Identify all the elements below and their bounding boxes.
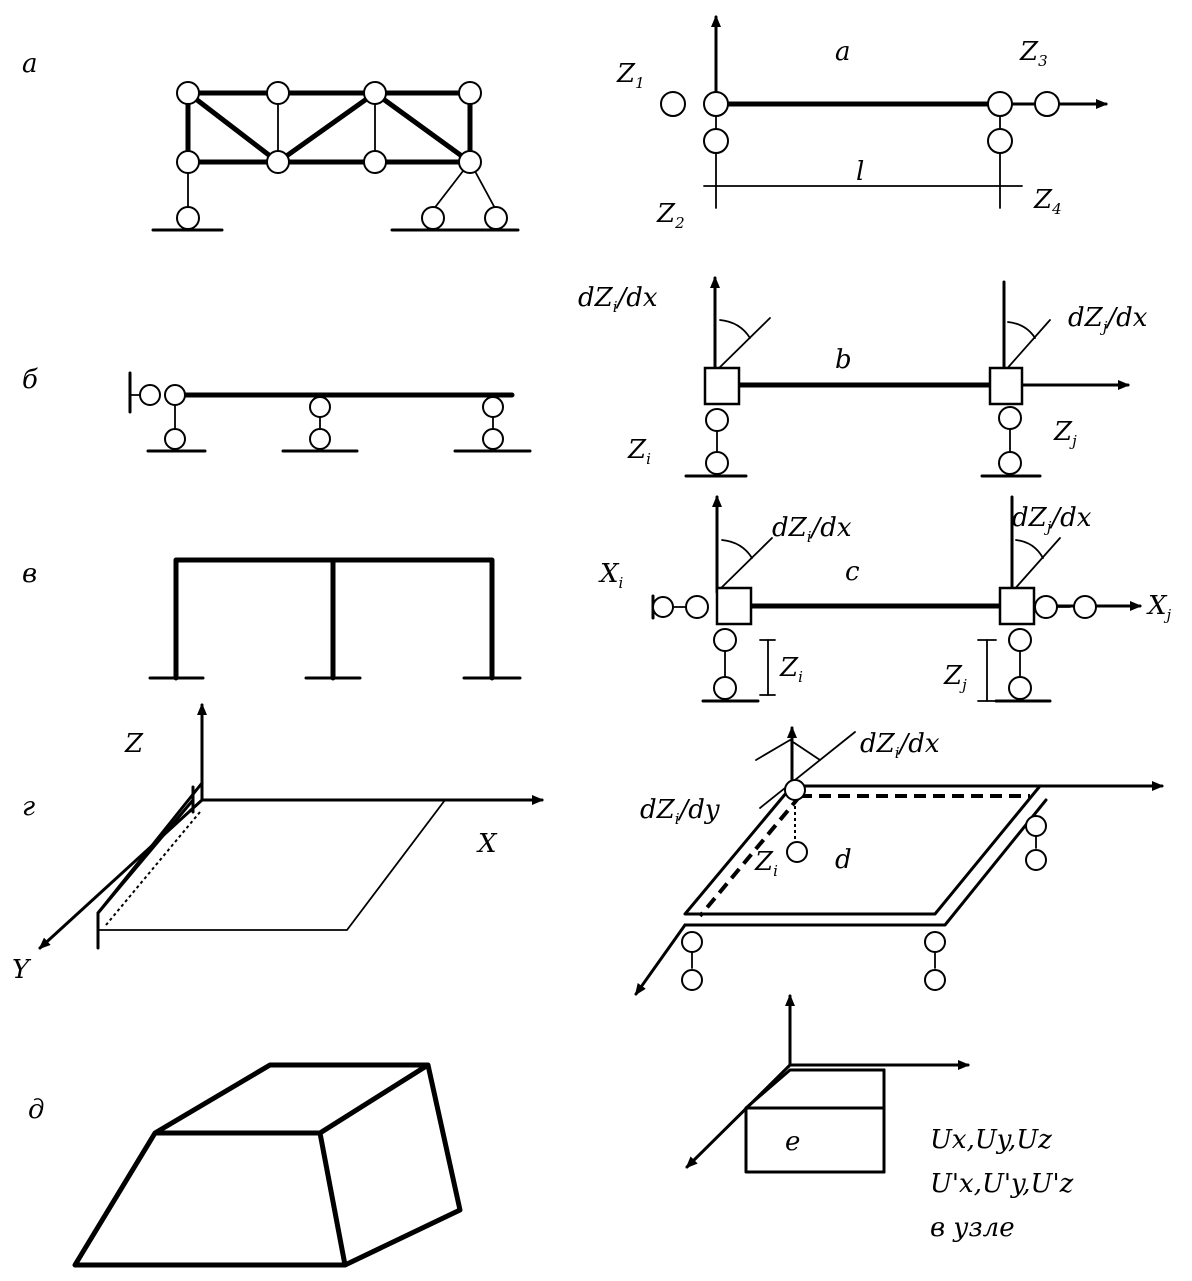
label-left-g: г (22, 792, 35, 822)
label-d-zi: Zi (754, 847, 778, 880)
label-c-xj: Xj (1146, 591, 1172, 624)
label-c-slope-j: dZj/dx (1012, 503, 1092, 536)
label-left-a: а (22, 49, 38, 79)
element-a-figure (660, 15, 1108, 209)
label-b-slope-i: dZi/dx (578, 283, 658, 316)
label-right-e: e (785, 1127, 800, 1157)
label-z4: Z4 (1033, 185, 1062, 218)
label-c-zj: Zj (943, 661, 967, 694)
label-c-zi: Zi (779, 653, 803, 686)
beam-figure (128, 371, 532, 453)
label-b-slope-j: dZj/dx (1068, 303, 1148, 336)
label-right-d: d (835, 845, 852, 875)
label-e-line3: в узле (930, 1213, 1015, 1243)
label-left-v: в (22, 559, 37, 589)
label-c-xi: Xi (598, 559, 624, 592)
label-z2: Z2 (656, 199, 685, 232)
element-d-figure (634, 726, 1164, 996)
frame-figure (148, 557, 522, 681)
element-c-figure (651, 495, 1142, 703)
label-z1: Z1 (616, 59, 645, 92)
label-right-b: b (835, 345, 852, 375)
label-z3: Z3 (1019, 37, 1048, 70)
label-left-b: б (22, 365, 38, 395)
label-right-a: a (835, 37, 851, 67)
label-e-line1: Ux,Uy,Uz (930, 1125, 1052, 1155)
axis-y-label: Y (12, 955, 32, 985)
label-b-zi: Zi (627, 435, 651, 468)
solid-figure (72, 1062, 463, 1268)
truss-figure (151, 81, 520, 232)
label-e-line2: U'x,U'y,U'z (930, 1169, 1074, 1199)
plate-axes-figure: Z X Y (12, 703, 544, 985)
element-b-figure (684, 276, 1130, 478)
label-b-zj: Zj (1053, 417, 1077, 450)
label-right-c: c (845, 557, 860, 587)
element-e-figure (685, 994, 970, 1174)
label-length: l (856, 157, 864, 187)
axis-z-label: Z (124, 729, 144, 759)
label-d-slope-y: dZi/dy (640, 795, 720, 828)
axis-x-label: X (476, 829, 498, 859)
label-c-slope-i: dZi/dx (772, 513, 852, 546)
label-left-d: д (28, 1095, 44, 1125)
label-d-slope-x: dZi/dx (860, 729, 940, 762)
